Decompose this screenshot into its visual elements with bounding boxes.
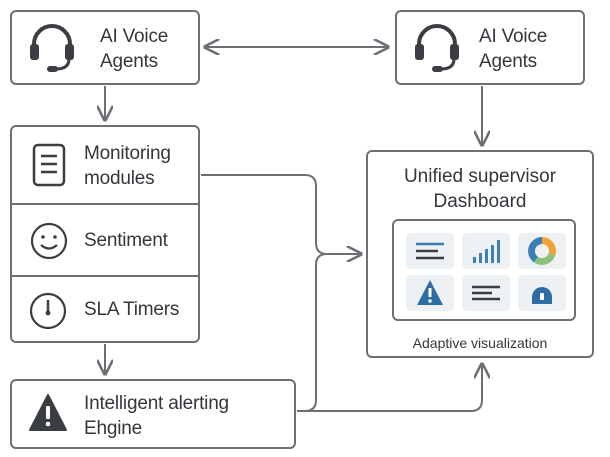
- headset-icon: [30, 24, 74, 72]
- tile-list: [406, 233, 454, 269]
- unified-supervisor-dashboard-box: Unified supervisor Dashboard: [366, 150, 594, 358]
- ai-voice-agents-box-right: AI Voice Agents: [395, 10, 585, 85]
- alerting-to-dashboard-link: [297, 253, 328, 412]
- dashboard-title-line1: Unified supervisor: [403, 166, 557, 187]
- warning-icon: [417, 280, 443, 305]
- monitoring-line1: Monitoring: [84, 143, 171, 164]
- tile-gauge: [518, 275, 566, 311]
- smiley-icon: [30, 222, 68, 260]
- sentiment-label: Sentiment: [84, 230, 168, 251]
- divider: [12, 275, 198, 277]
- warning-icon: [29, 394, 67, 431]
- dashboard-caption: Adaptive visualization: [412, 335, 548, 351]
- monitoring-line2: modules: [84, 168, 155, 189]
- bar-chart-icon: [473, 240, 500, 263]
- monitoring-modules-stack: Monitoring modules Sentiment SLA Timers: [10, 125, 200, 343]
- intelligent-alerting-engine-box: Intelligent alerting Ehgine: [10, 379, 296, 449]
- headset-icon: [415, 24, 459, 72]
- agent-right-line1: AI Voice: [479, 26, 548, 47]
- alerting-line2: Ehgine: [84, 418, 142, 439]
- tile-bar-chart: [462, 233, 510, 269]
- alerting-line1: Intelligent alerting: [84, 393, 229, 414]
- sla-label: SLA Timers: [84, 299, 180, 320]
- document-icon: [32, 143, 66, 187]
- agent-left-line1: AI Voice: [100, 26, 169, 47]
- dashboard-visual-panel: [392, 219, 576, 321]
- gauge-icon: [532, 287, 552, 304]
- list-icon: [416, 242, 444, 260]
- tile-list-2: [462, 275, 510, 311]
- donut-chart-icon: [528, 237, 556, 265]
- monitoring-to-dashboard-arrow: [201, 174, 361, 254]
- dashboard-title-line2: Dashboard: [433, 191, 527, 212]
- agent-left-line2: Agents: [100, 51, 158, 72]
- divider: [12, 203, 198, 205]
- agent-right-line2: Agents: [479, 51, 537, 72]
- alerting-to-dashboard-arrow: [297, 364, 482, 412]
- timer-icon: [29, 292, 67, 330]
- ai-voice-agents-box-left: AI Voice Agents: [10, 10, 200, 85]
- list-icon: [472, 285, 500, 301]
- tile-donut-chart: [518, 233, 566, 269]
- tile-warning: [406, 275, 454, 311]
